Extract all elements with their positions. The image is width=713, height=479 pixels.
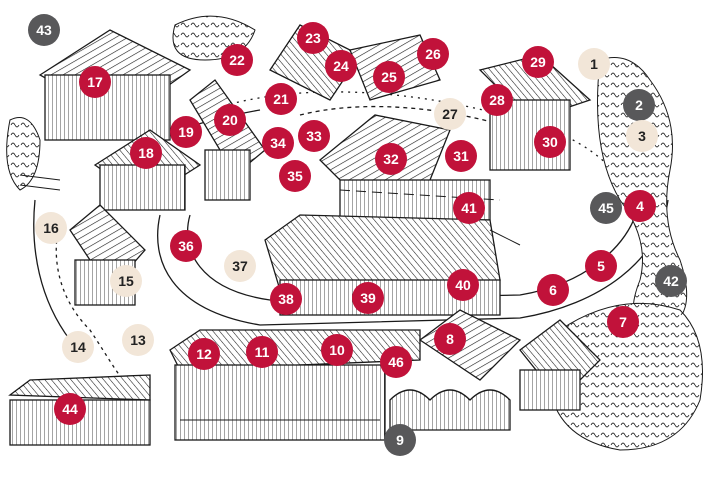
location-marker-15[interactable]: 15 xyxy=(110,265,142,297)
location-marker-40[interactable]: 40 xyxy=(447,269,479,301)
location-marker-13[interactable]: 13 xyxy=(122,324,154,356)
location-marker-11[interactable]: 11 xyxy=(246,336,278,368)
location-marker-9[interactable]: 9 xyxy=(384,424,416,456)
location-marker-44[interactable]: 44 xyxy=(54,393,86,425)
location-marker-8[interactable]: 8 xyxy=(434,323,466,355)
location-marker-45[interactable]: 45 xyxy=(590,192,622,224)
location-marker-20[interactable]: 20 xyxy=(214,104,246,136)
location-marker-36[interactable]: 36 xyxy=(170,230,202,262)
location-marker-41[interactable]: 41 xyxy=(453,192,485,224)
location-marker-7[interactable]: 7 xyxy=(607,306,639,338)
location-marker-5[interactable]: 5 xyxy=(585,250,617,282)
location-marker-42[interactable]: 42 xyxy=(655,265,687,297)
location-marker-12[interactable]: 12 xyxy=(188,338,220,370)
location-marker-23[interactable]: 23 xyxy=(297,22,329,54)
location-marker-21[interactable]: 21 xyxy=(265,83,297,115)
location-marker-35[interactable]: 35 xyxy=(279,160,311,192)
location-marker-10[interactable]: 10 xyxy=(321,334,353,366)
location-marker-18[interactable]: 18 xyxy=(130,137,162,169)
location-marker-27[interactable]: 27 xyxy=(434,98,466,130)
location-marker-43[interactable]: 43 xyxy=(28,14,60,46)
location-marker-16[interactable]: 16 xyxy=(35,212,67,244)
location-marker-4[interactable]: 4 xyxy=(624,190,656,222)
location-marker-32[interactable]: 32 xyxy=(375,143,407,175)
location-marker-38[interactable]: 38 xyxy=(270,283,302,315)
location-marker-24[interactable]: 24 xyxy=(325,50,357,82)
location-marker-25[interactable]: 25 xyxy=(373,61,405,93)
location-marker-26[interactable]: 26 xyxy=(417,38,449,70)
location-marker-31[interactable]: 31 xyxy=(445,140,477,172)
location-marker-46[interactable]: 46 xyxy=(380,346,412,378)
location-marker-28[interactable]: 28 xyxy=(481,84,513,116)
location-marker-37[interactable]: 37 xyxy=(224,250,256,282)
location-marker-34[interactable]: 34 xyxy=(262,127,294,159)
location-marker-17[interactable]: 17 xyxy=(79,66,111,98)
location-marker-14[interactable]: 14 xyxy=(62,331,94,363)
location-marker-30[interactable]: 30 xyxy=(534,126,566,158)
location-marker-29[interactable]: 29 xyxy=(522,46,554,78)
location-marker-6[interactable]: 6 xyxy=(537,274,569,306)
location-marker-2[interactable]: 2 xyxy=(623,89,655,121)
location-marker-33[interactable]: 33 xyxy=(298,120,330,152)
location-marker-3[interactable]: 3 xyxy=(626,120,658,152)
location-marker-1[interactable]: 1 xyxy=(578,48,610,80)
location-marker-19[interactable]: 19 xyxy=(170,116,202,148)
location-marker-22[interactable]: 22 xyxy=(221,44,253,76)
location-marker-39[interactable]: 39 xyxy=(352,282,384,314)
